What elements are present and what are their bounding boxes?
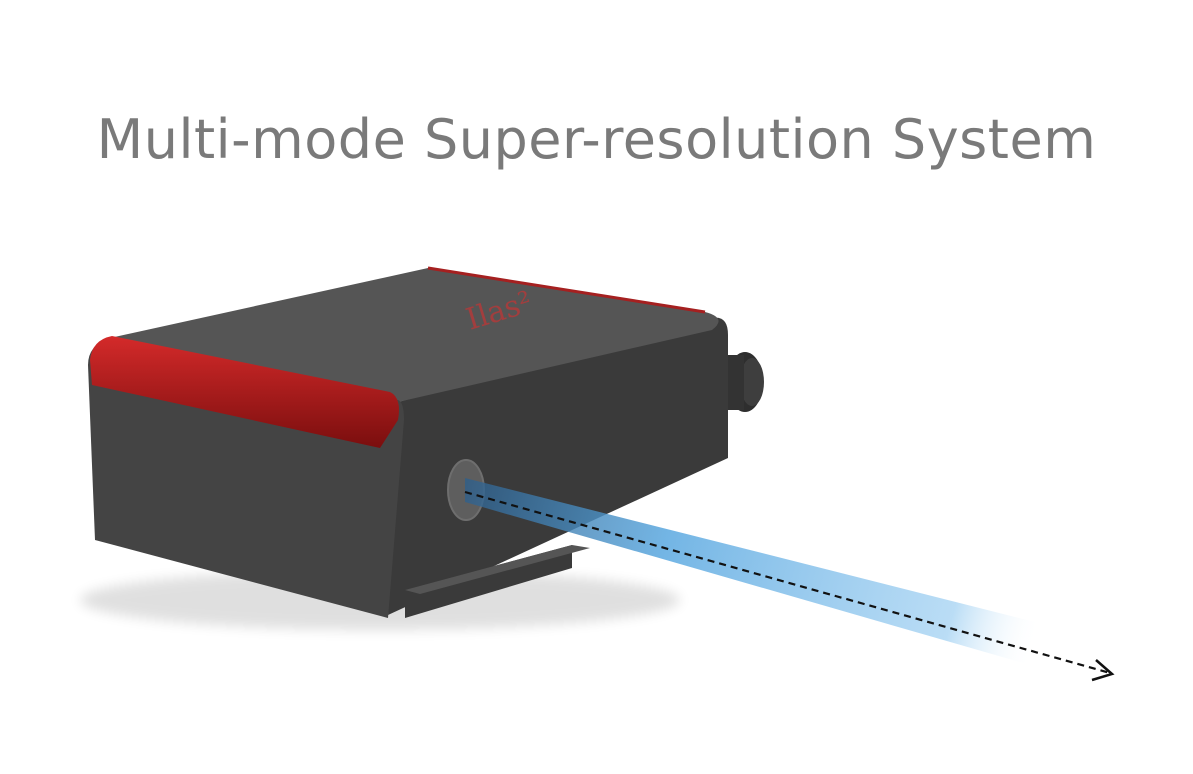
light-beam <box>465 478 1035 665</box>
beam-direction-arrow <box>464 490 1115 682</box>
device-side-face <box>388 317 728 615</box>
connector <box>722 352 764 412</box>
red-accent-band <box>90 336 399 448</box>
page-title: Multi-mode Super-resolution System <box>96 108 1097 171</box>
